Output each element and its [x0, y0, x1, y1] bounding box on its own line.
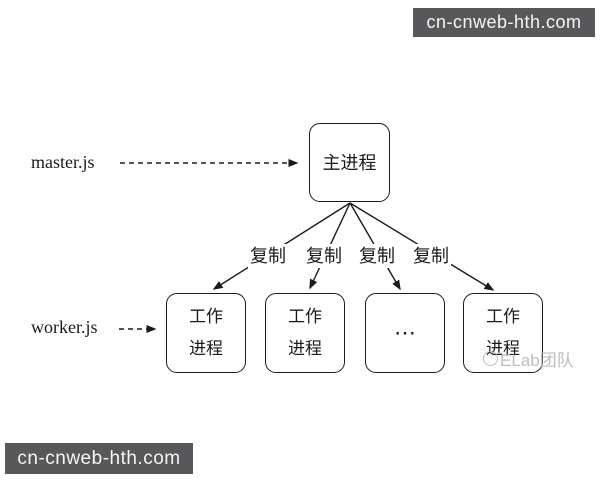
copy-label-2: 复制: [304, 244, 344, 268]
site-banner-bottom-text: cn-cnweb-hth.com: [17, 447, 181, 469]
worker-process-box-1: 工作 进程: [166, 293, 246, 373]
worker-process-box-4: 工作 进程: [463, 293, 543, 373]
label-worker-js: worker.js: [31, 317, 98, 337]
worker-box-1-line-1: 工作: [189, 307, 223, 326]
copy-label-4: 复制: [411, 244, 451, 268]
worker-box-1-line-2: 进程: [189, 339, 223, 358]
worker-box-4-line-1: 工作: [486, 307, 520, 326]
master-process-label: 主进程: [322, 152, 377, 173]
ellipsis-label: ⋯: [394, 320, 416, 345]
master-process-box: 主进程: [309, 123, 390, 202]
worker-box-2-line-1: 工作: [288, 307, 322, 326]
site-banner-top-text: cn-cnweb-hth.com: [426, 12, 582, 32]
site-banner-top: cn-cnweb-hth.com: [413, 8, 595, 37]
elab-watermark-text: ELab团队: [500, 351, 574, 370]
copy-label-3: 复制: [357, 244, 397, 268]
worker-process-box-2: 工作 进程: [265, 293, 345, 373]
site-banner-bottom: cn-cnweb-hth.com: [5, 443, 193, 474]
worker-process-box-ellipsis: ⋯: [365, 293, 445, 373]
elab-watermark: ELab团队: [483, 346, 574, 371]
copy-label-1: 复制: [248, 244, 288, 268]
elab-logo-icon: [483, 351, 498, 366]
label-master-js: master.js: [31, 152, 95, 172]
worker-box-2-line-2: 进程: [288, 339, 322, 358]
